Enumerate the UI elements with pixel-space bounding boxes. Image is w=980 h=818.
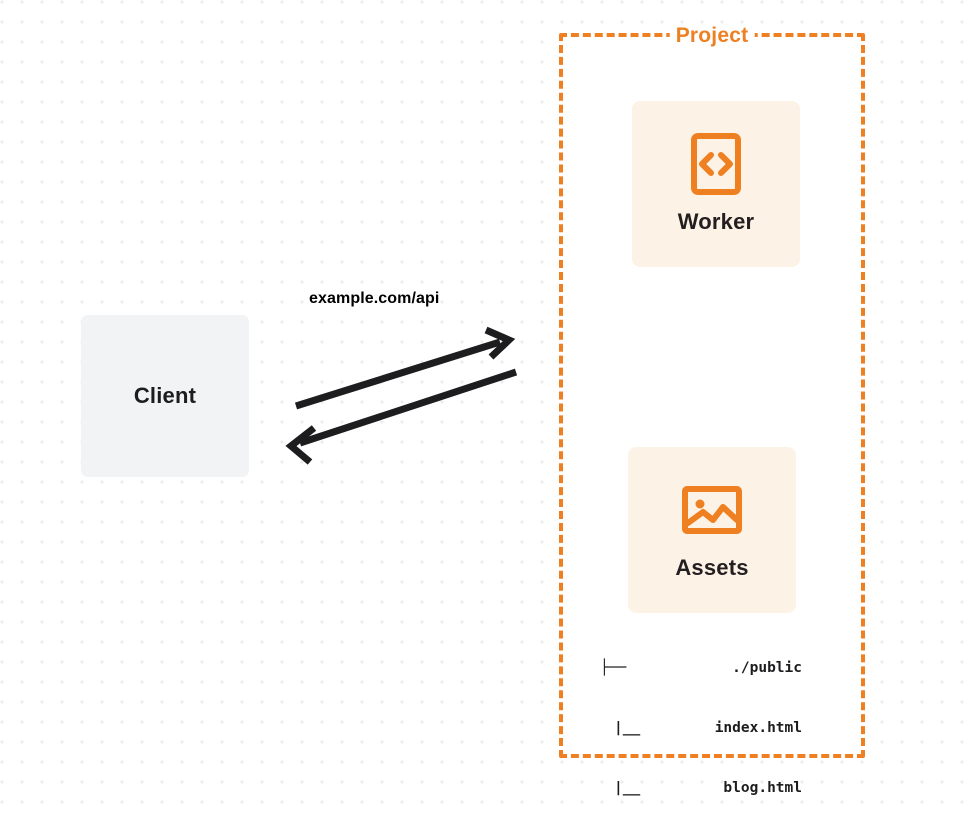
tree-item-name: ./public [732, 660, 802, 676]
connection-label: example.com/api [309, 290, 440, 307]
assets-node-label: Assets [675, 555, 749, 580]
tree-item-name: blog.html [723, 780, 802, 796]
assets-file-tree: ├── ./public |__ index.html |__ blog.htm… [600, 618, 802, 818]
assets-node[interactable]: Assets [628, 447, 796, 613]
project-title: Project [669, 24, 755, 48]
tree-branch-glyph: ├── [600, 660, 627, 676]
tree-item-name: index.html [714, 720, 802, 736]
client-node[interactable]: Client [81, 315, 249, 477]
file-tree-row: ├── ./public [600, 658, 802, 678]
worker-node-label: Worker [677, 209, 755, 234]
code-brackets-icon [691, 133, 741, 195]
request-arrow [294, 326, 516, 410]
client-node-label: Client [133, 383, 197, 408]
worker-node[interactable]: Worker [632, 101, 800, 267]
file-tree-row: |__ index.html [600, 718, 802, 738]
tree-branch-glyph: |__ [614, 780, 641, 796]
response-arrow [285, 368, 518, 465]
file-tree-row: |__ blog.html [600, 778, 802, 798]
image-picture-icon [682, 486, 742, 534]
tree-branch-glyph: |__ [614, 720, 641, 736]
